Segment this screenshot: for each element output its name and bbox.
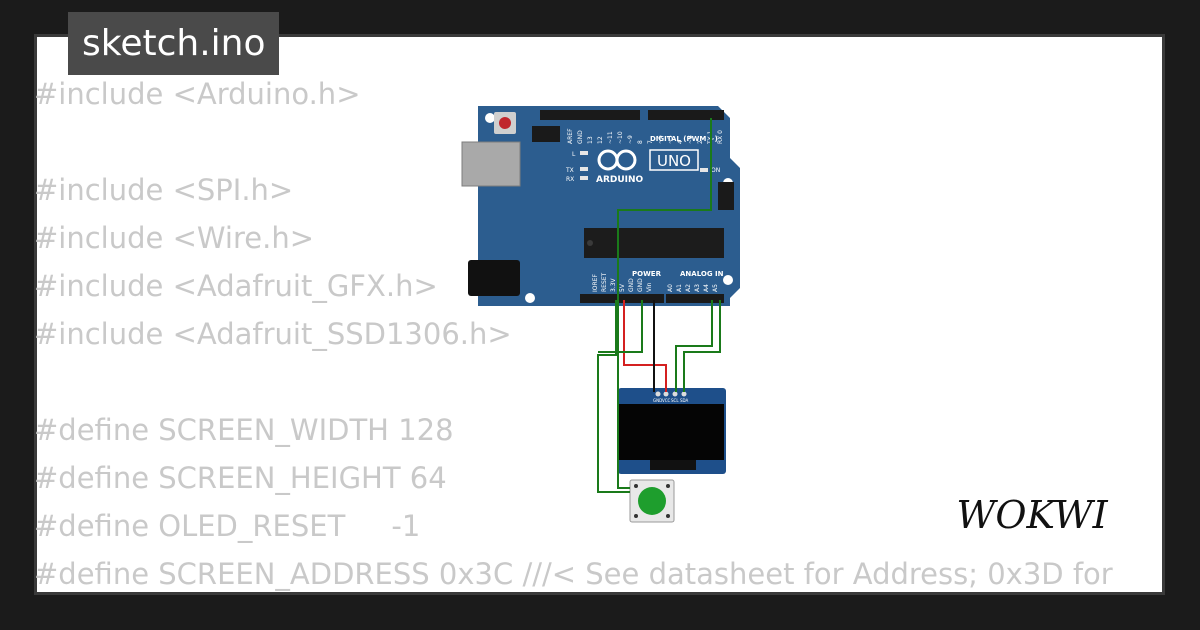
wire-vcc	[623, 300, 667, 392]
pushbutton-corner	[666, 514, 670, 518]
pushbutton-corner	[634, 514, 638, 518]
icsp-header-small	[532, 126, 560, 142]
pin-label: A5	[712, 284, 719, 292]
wire-button-d2	[617, 118, 712, 489]
oled-pin	[681, 391, 687, 397]
wire-5v-vcc	[597, 300, 630, 493]
code-line: #include <SPI.h>	[34, 173, 294, 207]
analog-label: ANALOG IN	[680, 270, 724, 278]
oled-pin	[663, 391, 669, 397]
pin-label: ~11	[607, 131, 614, 144]
oled-pin	[655, 391, 661, 397]
led-label: L	[572, 151, 576, 158]
code-line: #include <Wire.h>	[34, 221, 315, 255]
oled-pin-label: VCC	[662, 398, 671, 403]
power-jack	[468, 260, 520, 296]
wire-scl	[675, 300, 713, 392]
pin-label: AREF	[567, 128, 574, 144]
reset-button-cap	[499, 117, 511, 129]
pin-label: A4	[703, 284, 710, 292]
pushbutton-corner	[666, 484, 670, 488]
code-line: #define OLED_RESET -1	[34, 509, 421, 543]
led-tx	[580, 167, 588, 171]
wire-sda	[683, 300, 721, 392]
board-mount-hole	[485, 113, 495, 123]
pin-label: RESET	[601, 272, 608, 292]
uno-box	[649, 149, 699, 171]
led-label: RX	[566, 176, 574, 183]
pin-label: ~3	[687, 135, 694, 144]
usb-port	[461, 141, 521, 187]
pin-label: 8	[637, 140, 644, 144]
oled-pin-label: SCL	[671, 398, 679, 403]
board-model: UNO	[657, 152, 691, 170]
oled-ribbon	[650, 460, 696, 470]
code-line: #include <Arduino.h>	[34, 77, 361, 111]
pin-label: Vin	[646, 282, 653, 292]
board-mount-hole	[723, 275, 733, 285]
file-title: sketch.ino	[68, 12, 280, 75]
code-line: #include <Adafruit_GFX.h>	[34, 269, 438, 303]
pushbutton-cap[interactable]	[638, 487, 666, 515]
board-brand: ARDUINO	[596, 175, 644, 185]
code-preview: #include <Arduino.h> #include <SPI.h> #inc…	[34, 70, 1113, 598]
pin-label: ~5	[667, 135, 674, 144]
pin-label: 12	[597, 136, 604, 144]
pin-label: ~10	[617, 131, 624, 144]
code-line: #define SCREEN_ADDRESS 0x3C ///< See dat…	[34, 557, 1113, 591]
chip-notch	[587, 240, 593, 246]
pushbutton-corner	[634, 484, 638, 488]
led-label: TX	[565, 167, 574, 174]
wokwi-logo: WOKWI	[956, 493, 1108, 537]
code-line: #include <Adafruit_SSD1306.h>	[34, 317, 512, 351]
board-mount-hole	[525, 293, 535, 303]
pin-label: 3.3V	[610, 277, 617, 292]
oled-pin-label: GND	[653, 398, 662, 403]
oled-pin-label: SDA	[680, 398, 689, 403]
led-on	[700, 168, 708, 172]
pin-label: ~6	[657, 135, 664, 144]
pin-label: 4	[677, 140, 684, 144]
power-header	[580, 294, 664, 303]
code-line: #define SCREEN_HEIGHT 64	[34, 461, 447, 495]
pin-label: ~9	[627, 135, 634, 144]
pin-label: RX 0	[717, 130, 724, 144]
pin-label: GND	[577, 130, 584, 144]
led-rx	[580, 176, 588, 180]
pin-label: A3	[694, 284, 701, 292]
logo-text: WOKWI	[956, 493, 1108, 537]
pin-label: 7	[647, 140, 654, 144]
arduino-infinity-icon	[615, 149, 637, 171]
wire-gnd-button	[598, 300, 643, 353]
digital-header-right	[648, 110, 724, 120]
digital-label: DIGITAL (PWM ~)	[650, 135, 718, 143]
oled-screen	[618, 404, 724, 460]
pin-label: A2	[685, 284, 692, 292]
pin-label: A1	[676, 284, 683, 292]
power-label: POWER	[632, 270, 662, 278]
oled-pin	[672, 391, 678, 397]
pin-label: 13	[587, 136, 594, 144]
pin-label: 2	[697, 140, 704, 144]
pin-label: IOREF	[592, 274, 599, 292]
pin-label: A0	[667, 284, 674, 292]
pin-label: GND	[628, 278, 635, 292]
led-label: ON	[711, 167, 720, 174]
analog-header	[666, 294, 724, 303]
led-l	[580, 151, 588, 155]
digital-header-left	[540, 110, 640, 120]
pin-label: GND	[637, 278, 644, 292]
code-line: #define SCREEN_WIDTH 128	[34, 413, 454, 447]
wires	[597, 118, 721, 493]
icsp-header	[718, 182, 734, 210]
atmega-chip	[584, 228, 724, 258]
pin-label: 5V	[619, 283, 626, 292]
